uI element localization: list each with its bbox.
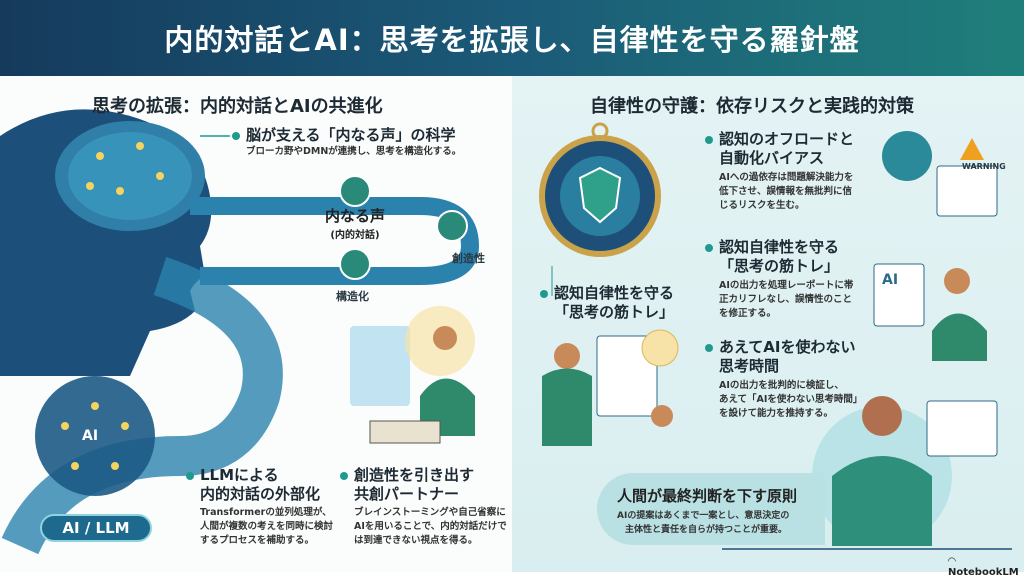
risk-item-desc: 低下させ、誤情報を無批判に信 [719, 186, 853, 197]
ai-chip-label: AI [82, 428, 99, 444]
training-item-title: 認知自律性を守る [719, 238, 840, 256]
partner-item-title: 創造性を引き出す [354, 466, 475, 484]
no-ai-time-desc: あえて「AIを使わない思考時間」 [719, 394, 863, 405]
page-title: 内的対話とAI：思考を拡張し、自律性を守る羅針盤 [164, 23, 860, 57]
notebooklm-logo-icon: ◠ [948, 556, 956, 567]
llm-item-desc: するプロセスを補助する。 [200, 535, 315, 546]
partner-item-title-2: 共創パートナー [354, 485, 460, 503]
title-bar: 内的対話とAI：思考を拡張し、自律性を守る羅針盤 [0, 0, 1024, 76]
llm-item-title-2: 内的対話の外部化 [200, 485, 321, 503]
bullet-icon [705, 135, 713, 144]
no-ai-time-desc: を設けて能力を推持する。 [719, 408, 834, 419]
ai-llm-badge: AI / LLM [40, 514, 152, 542]
bullet-icon [186, 471, 194, 480]
warning-label: WARNING [962, 162, 1006, 171]
risk-item-title: 認知のオフロードと [719, 130, 855, 148]
doc-ai-label: AI [882, 272, 899, 288]
compass-label-1: 認知自律性を守る [554, 284, 675, 302]
head-brain-illustration [0, 109, 480, 555]
bullet-icon [232, 131, 240, 140]
risk-item-desc: AIへの過依存は問題解決能力を [719, 172, 854, 183]
partner-item-desc: AIを用いることで、内的対話だけで [354, 521, 507, 532]
training-item-desc: 正カリフレなし、誤情性のこと [719, 294, 853, 305]
llm-item-title: LLMによる [200, 466, 279, 484]
left-heading: 思考の拡張：内的対話とAIの共進化 [92, 96, 383, 117]
partner-item: 創造性を引き出す 共創パートナー ブレインストーミングや自己省察に AIを用いるこ… [340, 466, 507, 548]
llm-item-desc: Transformerの並列処理が、 [200, 507, 332, 518]
llm-item-desc: 人間が複数の考えを同時に検討 [200, 521, 334, 532]
no-ai-time-desc: AIの出力を批判的に検証し、 [719, 380, 844, 391]
principle-desc: 主体性と責任を自らが持つことが重要。 [625, 525, 788, 535]
principle-desc: AIの提案はあくまで一案とし、意思決定の [617, 511, 790, 521]
bullet-icon [705, 343, 713, 352]
principle-title: 人間が最終判断を下す原則 [617, 487, 798, 505]
partner-item-desc: は到達できない視点を得る。 [354, 535, 478, 546]
inner-voice-title: 内なる声 [324, 207, 385, 225]
notebooklm-brand: ◠ NotebookLM [948, 556, 1024, 578]
no-ai-time-item: あえてAIを使わない 思考時間 AIの出力を批判的に検証し、あえて「AIを使わな… [705, 338, 862, 421]
risk-item-title-2: 自動化バイアス [719, 149, 825, 167]
compass-label-2: 「思考の筋トレ」 [554, 303, 675, 321]
brain-item-title: 脳が支える「内なる声」の科学 [246, 126, 456, 144]
risk-item-desc: じるリスクを生む。 [719, 200, 805, 211]
principle-box: 人間が最終判断を下す原則 AIの提案はあくまで一案とし、意思決定の主体性と責任を… [597, 473, 825, 545]
node-creativity-label: 創造性 [452, 252, 485, 265]
compass-illustration [539, 122, 1012, 550]
no-ai-time-title-2: 思考時間 [719, 357, 780, 375]
compass-label: 認知自律性を守る 「思考の筋トレ」 [540, 284, 674, 322]
risk-item: 認知のオフロードと 自動化バイアス AIへの過依存は問題解決能力を低下させ、誤情… [705, 130, 854, 213]
brain-item-desc: ブローカ野やDMNが連携し、思考を構造化する。 [246, 146, 462, 157]
training-item: 認知自律性を守る 「思考の筋トレ」 AIの出力を処理レーポートに帯正カリフレなし… [705, 238, 853, 321]
training-item-desc: を修正する。 [719, 308, 777, 319]
llm-item: LLMによる 内的対話の外部化 Transformerの並列処理が、人間が複数の… [186, 466, 333, 548]
right-heading: 自律性の守護：依存リスクと実践的対策 [590, 96, 914, 117]
training-item-title-2: 「思考の筋トレ」 [719, 257, 840, 275]
bullet-icon [340, 471, 348, 480]
node-structure-label: 構造化 [336, 290, 369, 303]
no-ai-time-title: あえてAIを使わない [719, 338, 856, 356]
partner-item-desc: ブレインストーミングや自己省察に [354, 507, 506, 518]
bullet-icon [540, 289, 548, 298]
brain-item: 脳が支える「内なる声」の科学 ブローカ野やDMNが連携し、思考を構造化する。 [232, 126, 461, 159]
inner-voice-sub: (内的対話) [330, 230, 380, 241]
brand-label: NotebookLM [948, 567, 1019, 578]
inner-voice: 内なる声 (内的対話) [310, 205, 400, 241]
training-item-desc: AIの出力を処理レーポートに帯 [719, 280, 854, 291]
bullet-icon [705, 243, 713, 252]
ai-llm-badge-label: AI / LLM [62, 519, 130, 537]
